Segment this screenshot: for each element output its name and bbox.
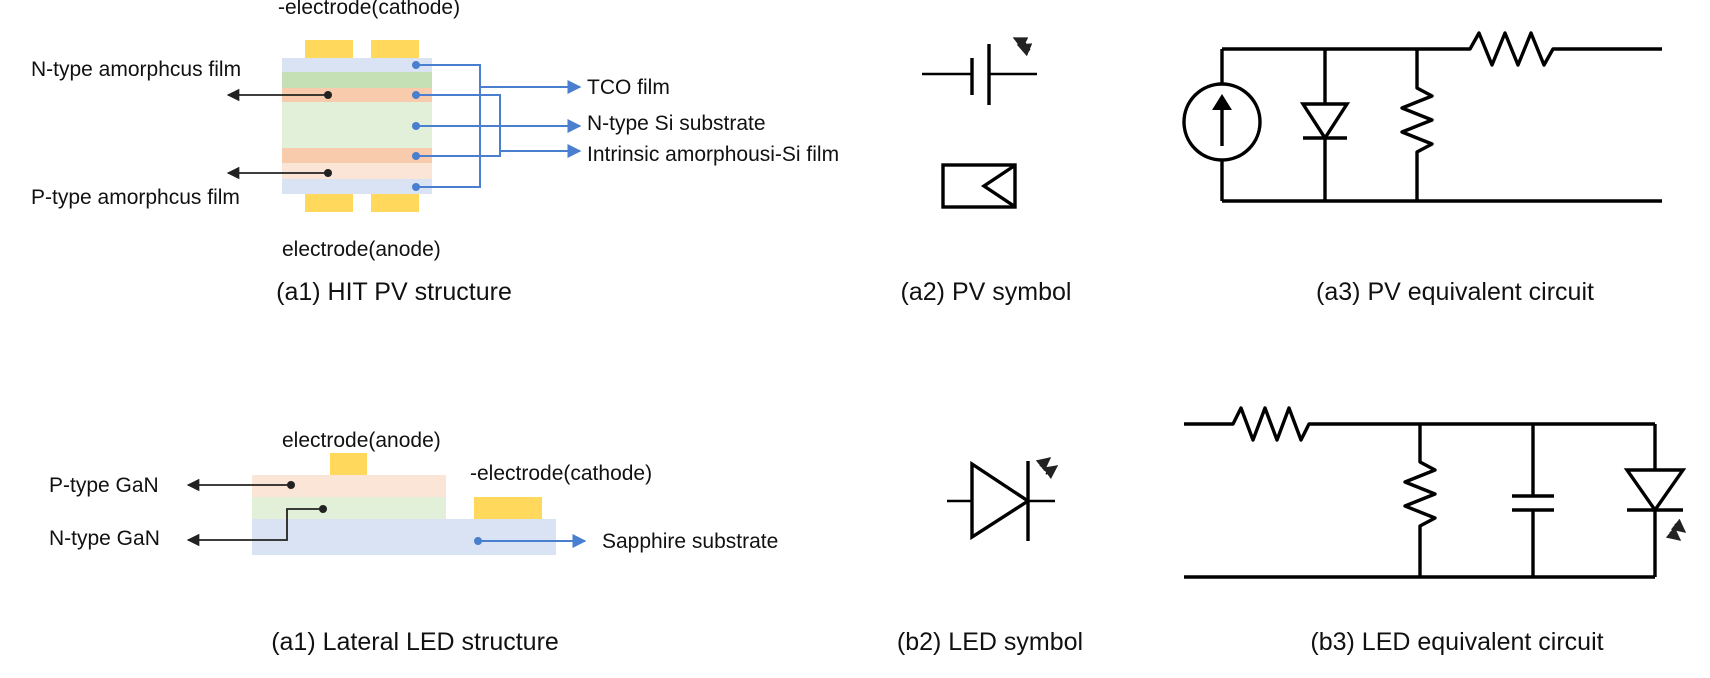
led-circuit: (b3) LED equivalent circuit bbox=[1184, 406, 1687, 656]
capacitor-icon bbox=[1512, 424, 1554, 577]
led-circuit-emission-icon bbox=[1665, 518, 1687, 541]
pv-nsi-label: N-type Si substrate bbox=[587, 112, 766, 135]
light-arrow-icon bbox=[1012, 37, 1033, 57]
pv-intrinsic-label: Intrinsic amorphousi-Si film bbox=[587, 143, 839, 166]
pv-cathode-label: -electrode(cathode) bbox=[278, 0, 460, 19]
led-cathode-label: -electrode(cathode) bbox=[470, 462, 652, 485]
led-anode-electrode bbox=[330, 453, 367, 475]
pv-tco-label: TCO film bbox=[587, 76, 670, 99]
led-structure: electrode(anode) -electrode(cathode) P-t… bbox=[49, 429, 778, 656]
pv-p-film-label: P-type amorphcus film bbox=[31, 186, 240, 209]
pv-bottom-electrode-left bbox=[305, 194, 353, 212]
led-diode-icon bbox=[970, 460, 1032, 541]
pv-intrinsic-film-bottom bbox=[282, 148, 432, 163]
pv-n-si-substrate bbox=[282, 102, 432, 148]
led-blue-leader bbox=[474, 534, 587, 548]
pv-anode-label: electrode(anode) bbox=[282, 238, 441, 261]
shunt-resistor-icon bbox=[1400, 49, 1434, 201]
led-n-gan-layer bbox=[252, 497, 446, 519]
pv-circuit-caption: (a3) PV equivalent circuit bbox=[1316, 278, 1594, 306]
led-circuit-caption: (b3) LED equivalent circuit bbox=[1310, 628, 1603, 656]
pv-tco-film-top bbox=[282, 58, 432, 72]
pv-circuit: (a3) PV equivalent circuit bbox=[1182, 31, 1662, 306]
pv-black-leaders bbox=[226, 88, 332, 180]
led-cathode-electrode bbox=[474, 497, 542, 519]
pv-top-electrode-left bbox=[305, 40, 353, 58]
pv-structure: -electrode(cathode) electrode(anode) N-t… bbox=[31, 0, 839, 306]
led-black-leaders bbox=[186, 478, 327, 547]
pv-bottom-electrode-right bbox=[371, 194, 419, 212]
pv-top-electrode-right bbox=[371, 40, 419, 58]
emission-arrow-icon bbox=[1035, 457, 1059, 480]
diode-icon bbox=[1299, 102, 1351, 142]
pv-symbol: (a2) PV symbol bbox=[901, 37, 1072, 306]
pv-symbol-caption: (a2) PV symbol bbox=[901, 278, 1072, 306]
current-source-icon bbox=[1182, 82, 1262, 162]
pv-n-amorphous-film bbox=[282, 72, 432, 88]
led-n-gan-label: N-type GaN bbox=[49, 527, 160, 550]
pv-intrinsic-film-top bbox=[282, 88, 432, 102]
led-sapphire-substrate bbox=[252, 519, 556, 555]
pv-structure-caption: (a1) HIT PV structure bbox=[276, 278, 512, 306]
led-p-gan-layer bbox=[252, 475, 446, 497]
pv-p-amorphous-film bbox=[282, 163, 432, 179]
led-anode-label: electrode(anode) bbox=[282, 429, 441, 452]
led-sapphire-label: Sapphire substrate bbox=[602, 530, 778, 553]
pv-n-film-label: N-type amorphcus film bbox=[31, 58, 241, 81]
led-symbol-caption: (b2) LED symbol bbox=[897, 628, 1083, 656]
pv-tco-film-bottom bbox=[282, 179, 432, 194]
led-symbol: (b2) LED symbol bbox=[897, 457, 1083, 656]
led-p-gan-label: P-type GaN bbox=[49, 474, 159, 497]
pv-module-symbol bbox=[941, 163, 1017, 209]
led-structure-caption: (a1) Lateral LED structure bbox=[271, 628, 559, 656]
led-circuit-diode-icon bbox=[1623, 468, 1687, 513]
led-shunt-resistor-icon bbox=[1403, 424, 1437, 577]
pv-blue-leaders bbox=[412, 61, 582, 191]
